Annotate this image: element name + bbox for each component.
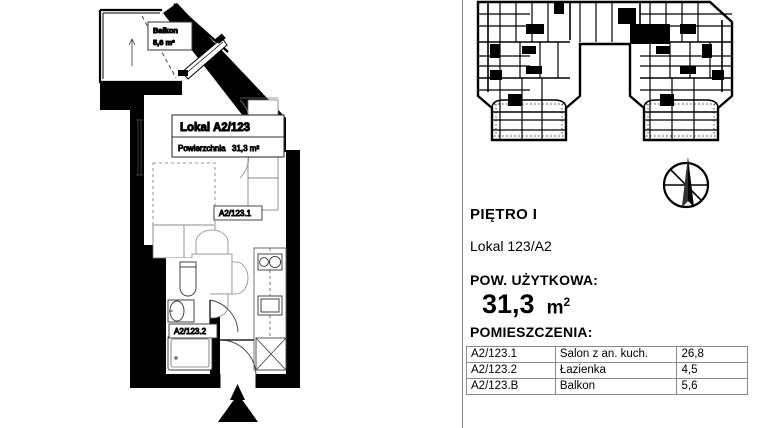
room-name-cell: Balkon [554,378,678,395]
unit-box-code: A2/123 [213,122,250,134]
door-jamb-2 [215,33,226,44]
usable-area-unit: m2 [547,295,571,319]
main-floor-plan: Lokal A2/123 Powierzchnia 31,3 m² Balkon… [98,3,300,422]
room-tag-bathroom-label: A2/123.2 [174,327,207,336]
balcony-label-box: Balkon 5,6 m² [147,21,193,51]
building-outline [476,0,734,142]
door-swing-entry [219,339,257,377]
wing-hatching [494,103,716,137]
wing-ends [491,99,719,109]
washbasin [167,299,195,323]
building-key-plan [476,0,734,142]
entry-opening [220,374,256,388]
room-area-cell: 4,5 [676,362,748,379]
bathtub [167,335,213,371]
entrance-arrow-icon-body [218,394,258,422]
room-code-cell: A2/123.B [466,378,556,395]
unit-name: Lokal 123/A2 [470,238,552,254]
windows [136,119,143,176]
room-code-cell: A2/123.2 [466,362,556,379]
usable-area-unit-base: m [546,297,564,318]
room-name-cell: Salon z an. kuch. [554,346,678,363]
kitchen-sink [257,295,283,316]
unit-box-area-label: Powierzchnia [178,144,226,153]
room-area-cell: 5,6 [676,378,748,395]
room-tag-bathroom: A2/123.2 [168,323,218,339]
room-code-cell: A2/123.1 [466,346,556,363]
toilet [179,261,197,297]
unit-box-label: Lokal [180,122,210,134]
unit-info-box: Lokal A2/123 Powierzchnia 31,3 m² [171,114,285,158]
usable-area-row: 31,3 m2 [482,289,760,320]
usable-area-unit-exponent: 2 [563,294,571,309]
panel-divider [462,0,463,428]
room-tag-living: A2/123.1 [213,205,263,221]
room-area-cell: 26,8 [676,346,748,363]
room-tag-living-label: A2/123.1 [219,209,252,218]
appliance-x [255,337,287,371]
room-name-cell: Łazienka [554,362,678,379]
floor-title: PIĘTRO I [470,206,538,223]
entrance-arrow-icon [230,384,245,400]
unit-box-area-value: 31,3 m² [232,144,259,153]
cooktop [257,253,283,271]
balcony-label-area: 5,6 m² [153,38,175,47]
balcony-label-name: Balkon [153,26,178,35]
highlighted-unit [630,24,670,44]
rooms-label: POMIESZCZENIA: [470,324,593,340]
usable-area-label: POW. UŻYTKOWA: [470,272,599,288]
compass-rose-icon [662,157,710,209]
usable-area-value: 31,3 [482,289,535,319]
door-jamb [178,70,188,76]
unit-partitions [478,2,732,140]
highlighted-unit-balcony [618,8,636,24]
